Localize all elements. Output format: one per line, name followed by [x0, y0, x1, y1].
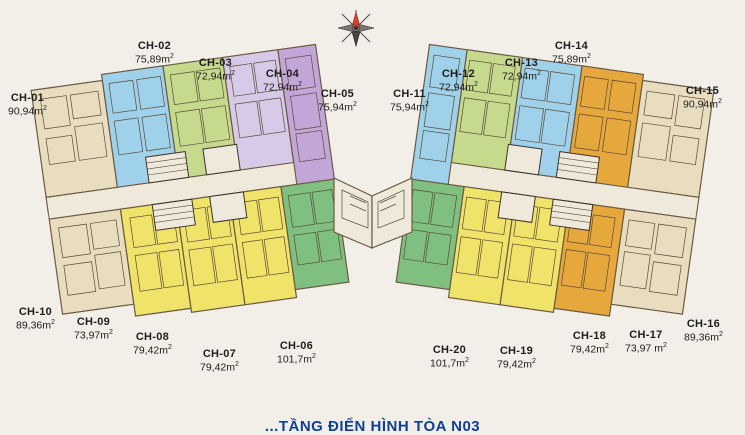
right-wing-block: [395, 43, 715, 317]
left-wing-block: [30, 43, 350, 317]
plan-title: ...TẦNG ĐIỂN HÌNH TÒA N03: [264, 418, 481, 435]
compass-rose-icon: [328, 6, 384, 52]
center-link-block: [333, 177, 413, 249]
